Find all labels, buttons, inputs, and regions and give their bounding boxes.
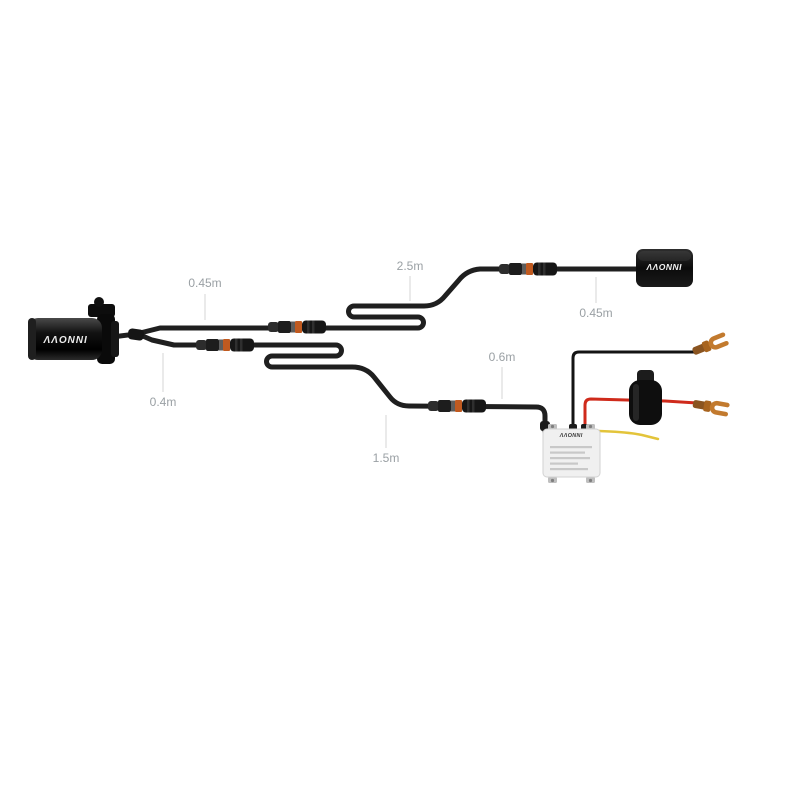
camera-body xyxy=(28,318,102,360)
label-dvr-cable-length: 2.5m xyxy=(396,259,424,273)
converter-ear-hole-4 xyxy=(588,478,593,483)
label-power-lead-length: 0.6m xyxy=(488,350,516,364)
dvr-unit xyxy=(636,249,693,287)
ground-wire-black xyxy=(571,350,699,436)
cable-splitter xyxy=(127,328,145,341)
upper-camera-to-dvr-cable xyxy=(109,266,639,340)
converter-ear-hole-1 xyxy=(550,424,555,429)
inline-connector-lower-2 xyxy=(428,399,486,413)
label-dvr-tail-length: 0.45m xyxy=(579,306,613,320)
dvr-gloss-highlight xyxy=(638,251,691,261)
converter-brand-text: INNOVV xyxy=(559,431,583,437)
fuse-holder xyxy=(629,370,662,425)
label-camera-lower-lead-length: 0.4m xyxy=(149,395,177,409)
camera-brand-text: INNOVV xyxy=(42,333,88,344)
label-camera-upper-lead-length: 0.45m xyxy=(188,276,222,290)
inline-connector-upper-2 xyxy=(499,262,557,276)
converter-label-print xyxy=(550,446,592,471)
camera xyxy=(28,297,119,364)
accessory-wire-yellow xyxy=(597,429,660,441)
converter-ear-hole-3 xyxy=(550,478,555,483)
dvr-body xyxy=(636,249,693,287)
inline-connector-upper-1 xyxy=(268,320,326,334)
camera-mount-knob xyxy=(94,297,104,307)
fork-terminal-bottom xyxy=(692,398,727,415)
label-converter-cable-length: 1.5m xyxy=(372,451,400,465)
converter-ear-hole-2 xyxy=(588,424,593,429)
dvr-brand-text: INNOVV xyxy=(646,262,682,272)
converter-unit xyxy=(540,421,601,483)
lower-camera-to-converter-cable xyxy=(135,331,548,441)
camera-mount-bracket xyxy=(88,304,115,317)
fork-terminal-top xyxy=(691,334,727,357)
inline-connector-lower-1 xyxy=(196,338,254,352)
power-wire-red xyxy=(583,397,699,436)
camera-lens-bezel xyxy=(28,318,36,360)
camera-cable-gland xyxy=(111,321,119,357)
leader-lines xyxy=(162,276,597,448)
